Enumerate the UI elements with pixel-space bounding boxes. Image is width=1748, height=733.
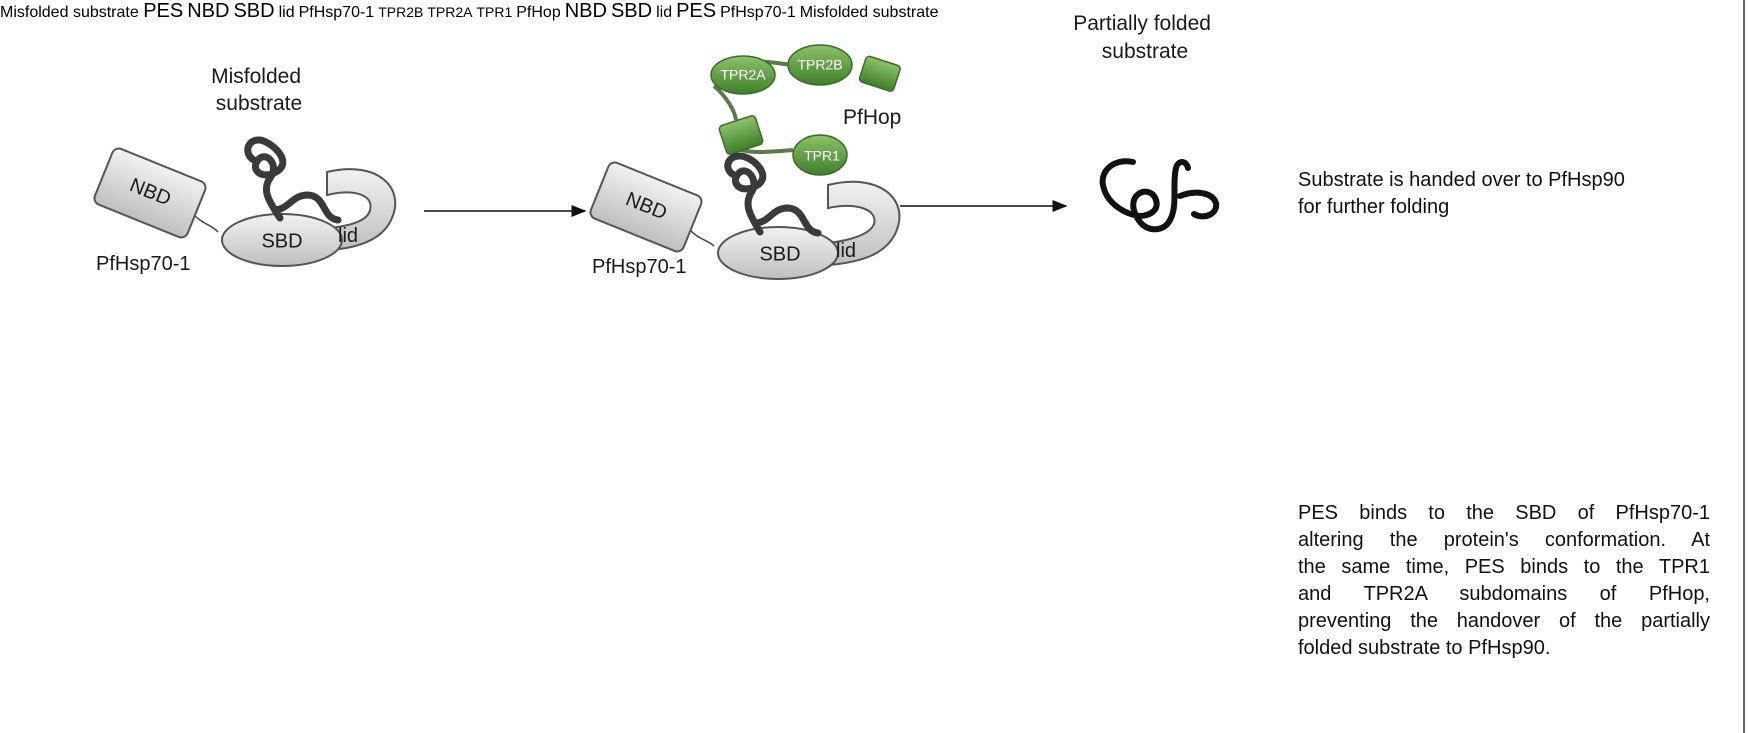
top-hop-label: PfHop — [843, 106, 901, 129]
bottom-inhibition-line: Misfolded substrate — [800, 4, 939, 21]
bottom-pes-bound-label: PES — [676, 0, 717, 22]
partially-folded-substrate — [1099, 158, 1220, 233]
bottom-sbd-1: SBD lid PfHsp70-1 — [233, 0, 379, 22]
nbd-sbd-linker-2 — [688, 228, 715, 247]
nbd-sbd-linker-3: NBD SBD lid PfHsp70-1 — [187, 0, 379, 22]
bottom-free-substrate-coil: TPR2B TPR2A TPR1 PfHop NBD SBD lid PES P… — [378, 0, 939, 22]
bottom-result-label: Misfolded substrate — [799, 4, 939, 21]
top-sbd-2 — [717, 226, 839, 280]
bottom-tpr1-label: TPR1 — [476, 4, 513, 20]
top-tpr1-label: TPR1 — [804, 148, 840, 164]
top-caption-line-1: Substrate is handed over to PfHsp90 — [1298, 169, 1625, 191]
bottom-arrow-1: NBD SBD lid PfHsp70-1 TPR2B — [187, 0, 939, 22]
bottom-lid-2-label: lid — [656, 4, 673, 21]
bottom-caption-line-3: the same time, PES binds to the TPR1 — [1298, 556, 1710, 578]
top-tpr2b — [787, 44, 853, 86]
top-hsp70-label-1: PfHsp70-1 — [96, 253, 191, 275]
bottom-caption-line-5: preventing the handover of the partially — [1298, 610, 1710, 632]
bottom-tpr2a-label: TPR2A — [427, 4, 473, 20]
top-sbd-1 — [221, 213, 343, 267]
bottom-hop-linker-d: TPR2B TPR2A TPR1 PfHop NBD SBD lid PES P… — [378, 0, 800, 22]
top-lid-2 — [826, 180, 901, 267]
bottom-nbd-1: NBD — [187, 0, 230, 22]
bottom-caption-line-1: PES binds to the SBD of PfHsp70-1 — [1298, 502, 1710, 524]
top-hsp70-complex-1: NBD SBD lid PfHsp70-1 — [93, 136, 397, 275]
bottom-lid-1-label: lid — [278, 4, 295, 21]
bottom-lid-1: SBD lid PfHsp70-1 — [233, 0, 379, 22]
top-nbd-1: NBD — [93, 147, 207, 239]
top-hop-linker-b — [712, 84, 738, 121]
top-misfolded-label: Misfolded substrate — [211, 65, 307, 115]
top-tpr2b-label: TPR2B — [797, 57, 842, 73]
nbd-sbd-linker-4: NBD SBD lid PES PfHsp70-1 — [564, 0, 800, 22]
top-sbd-1-label: SBD — [261, 230, 302, 252]
top-substrate-coil-2 — [724, 152, 822, 237]
bottom-tpr2a: TPR2A TPR1 PfHop NBD SBD lid PES PfHsp70… — [427, 0, 800, 22]
bottom-lid-2: SBD lid PES PfHsp70-1 — [611, 0, 800, 22]
bottom-tpr2b: TPR2B TPR2A TPR1 PfHop NBD SBD lid PES P… — [378, 0, 800, 22]
bottom-caption-line-4: and TPR2A subdomains of PfHop, — [1298, 583, 1710, 605]
top-caption-line-2: for further folding — [1298, 196, 1450, 218]
bottom-hsp70-hop-pes-complex: TPR2B TPR2A TPR1 PfHop NBD SBD lid PES P… — [378, 0, 800, 22]
bottom-hsp70-complex-1: NBD SBD lid PfHsp70-1 — [187, 0, 379, 22]
bottom-hop-linker-a: TPR2B TPR2A TPR1 PfHop NBD SBD lid PES P… — [378, 0, 800, 22]
bottom-pes-free: PES NBD SBD lid PfHsp70-1 — [143, 0, 939, 22]
nbd-sbd-linker — [193, 214, 219, 233]
top-substrate-coil-1 — [244, 136, 342, 224]
top-hsp70-label-2: PfHsp70-1 — [592, 256, 687, 278]
top-tpr1 — [792, 134, 848, 176]
top-lid-1-label: lid — [338, 225, 358, 247]
bottom-hop-linker-c: TPR2B TPR2A TPR1 PfHop NBD SBD lid PES P… — [378, 0, 800, 22]
bottom-pes-free-label: PES — [143, 0, 184, 22]
bottom-caption: PES binds to the SBD of PfHsp70-1 alteri… — [1298, 500, 1710, 662]
bottom-tpr1: TPR1 PfHop NBD SBD lid PES PfHsp70-1 — [476, 0, 800, 22]
top-tpr2a — [710, 55, 776, 95]
bottom-row: Misfolded substrate PES NBD SBD lid PfHs… — [0, 0, 939, 22]
top-hsp70-hop-complex: TPR2A TPR2B TPR1 PfHop NBD SBD lid PfHsp… — [589, 44, 901, 280]
top-nbd-2: NBD — [589, 161, 703, 253]
bottom-inhibition-bar: Misfolded substrate — [800, 4, 939, 21]
top-partial-label: Partially folded substrate — [1073, 12, 1217, 63]
top-caption: Substrate is handed over to PfHsp90 for … — [1298, 167, 1718, 221]
bottom-sbd-1-label: SBD — [233, 0, 275, 22]
top-lid-2-label: lid — [836, 240, 856, 262]
top-sbd-2-label: SBD — [759, 243, 800, 265]
bottom-hop-linker-b: TPR2B TPR2A TPR1 PfHop NBD SBD lid PES P… — [378, 0, 800, 22]
bottom-curved-arrow: NBD SBD lid PfHsp70-1 TPR2B — [187, 0, 939, 22]
bottom-misfolded-label: Misfolded substrate — [0, 4, 139, 21]
bottom-nbd-2: NBD — [564, 0, 607, 22]
bottom-substrate-coil-1: PfHsp70-1 — [299, 4, 379, 21]
top-tpr2a-label: TPR2A — [720, 67, 766, 83]
top-hop-box-upper — [858, 55, 901, 92]
bottom-hop-linker-e: TPR2B TPR2A TPR1 PfHop NBD SBD lid PES P… — [378, 0, 800, 22]
bottom-caption-line-6: folded substrate to PfHsp90. — [1298, 637, 1551, 659]
bottom-pes-bound: PES PfHsp70-1 — [676, 0, 800, 22]
bottom-hsp70-label-1: PfHsp70-1 — [298, 4, 375, 21]
bottom-hop-label: PfHop — [516, 4, 561, 21]
bottom-tpr2b-label: TPR2B — [378, 4, 424, 20]
bottom-sbd-2: SBD lid PES PfHsp70-1 — [611, 0, 800, 22]
top-row: Misfolded substrate NBD SBD lid PfHsp70-… — [93, 12, 1220, 280]
bottom-hsp70-label-2: PfHsp70-1 — [720, 4, 796, 21]
bottom-sbd-2-label: SBD — [610, 0, 653, 22]
top-hop-box-lower — [718, 115, 764, 155]
bottom-caption-line-2: altering the protein's conformation. At — [1298, 529, 1710, 551]
